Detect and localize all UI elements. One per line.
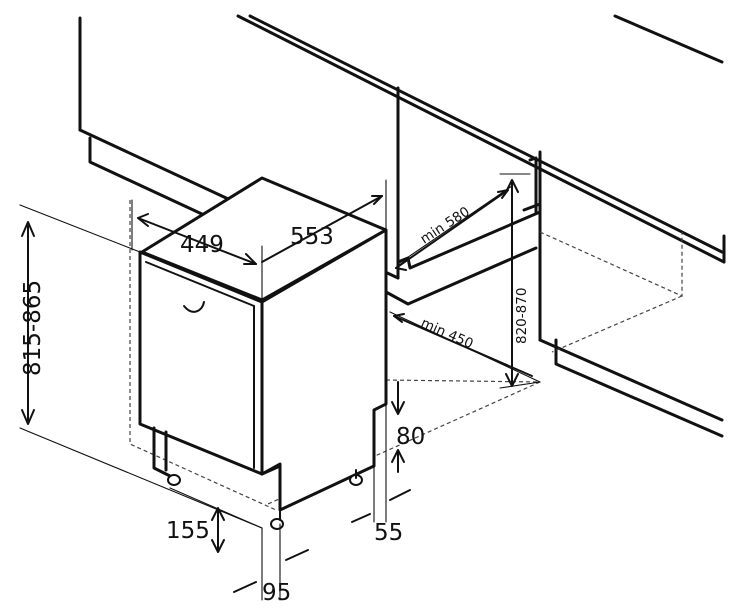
niche-depth-label: min 580 (417, 204, 472, 248)
left-cabinet-plinth (88, 136, 234, 230)
niche-wall (384, 156, 542, 306)
dimension-lines (19, 173, 541, 601)
niche-height-label: 820-870 (514, 288, 530, 344)
plinth-height-label: 80 (396, 424, 425, 450)
niche-width-label: min 450 (418, 315, 475, 352)
door-height-label: 155 (166, 518, 210, 544)
dishwasher (138, 176, 388, 530)
total-height-label: 815-865 (20, 280, 46, 376)
depth-label: 449 (180, 232, 224, 258)
plinth-offset-label: 55 (374, 520, 403, 546)
door-offset-label: 95 (262, 580, 291, 606)
right-cabinet-plinth (554, 338, 724, 438)
width-label: 553 (290, 224, 334, 250)
countertop (78, 14, 726, 422)
